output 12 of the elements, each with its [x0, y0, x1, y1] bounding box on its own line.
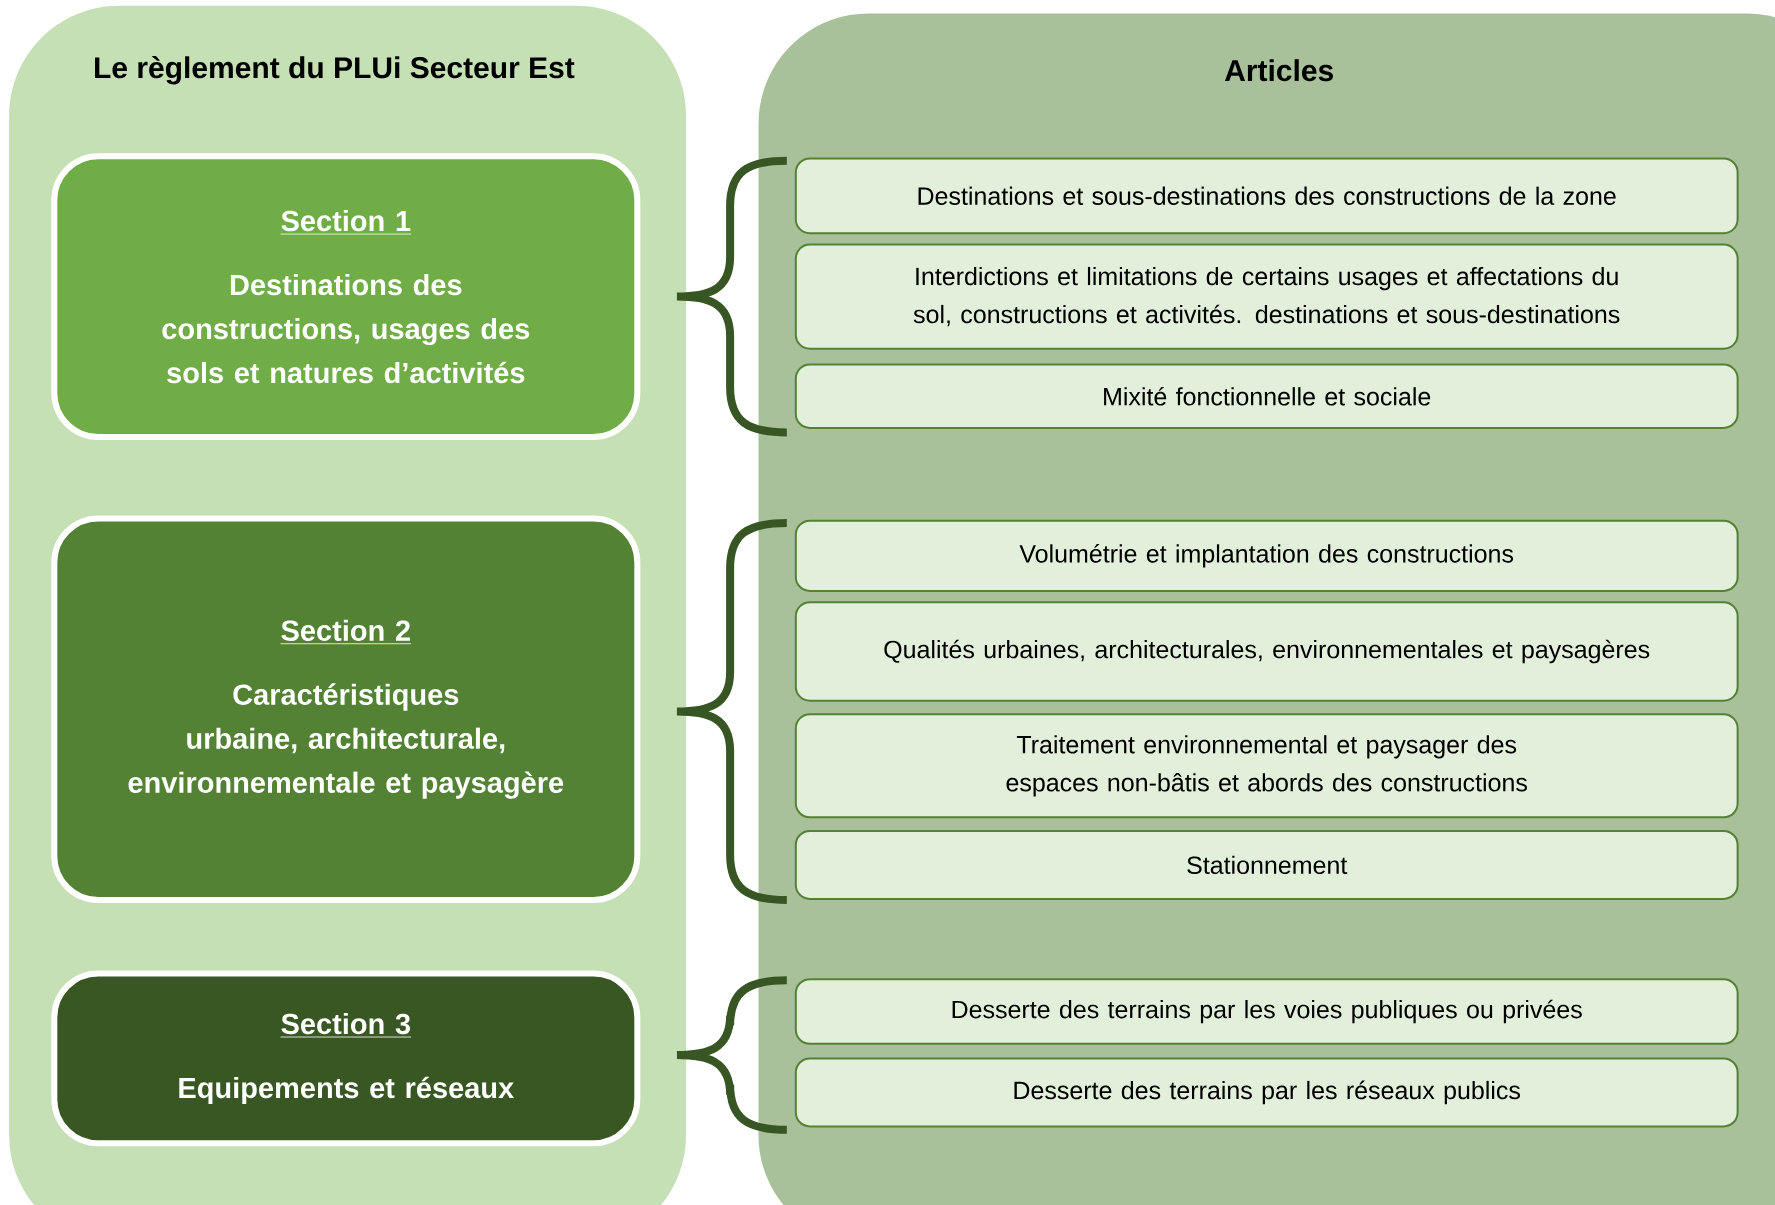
section-box: Section 3 Equipements et réseaux — [51, 970, 641, 1147]
article-box: Destinations et sous-destinations des constructions de la zone — [794, 157, 1739, 235]
article-box: Desserte des terrains par les voies publiques ou privées — [794, 978, 1739, 1045]
section-box: Section 2 Caractéristiques urbaine, architecturale, environnementale et paysagère — [51, 515, 641, 903]
article-box: Interdictions et limitations de certains usages et affectations du sol, constructions et activités. destinations et sous-destinations — [794, 243, 1739, 350]
article-box: Traitement environnemental et paysager des espaces non-bâtis et abords des constructions — [794, 713, 1739, 819]
article-box: Qualités urbaines, architecturales, environnementales et paysagères — [794, 601, 1739, 702]
section-box: Section 1 Destinations des constructions, usages des sols et natures d’activités — [51, 153, 641, 440]
article-box: Mixité fonctionnelle et sociale — [794, 363, 1739, 429]
article-box: Stationnement — [794, 829, 1739, 900]
article-box: Volumétrie et implantation des constructions — [794, 519, 1739, 592]
article-box: Desserte des terrains par les réseaux publics — [794, 1057, 1739, 1128]
